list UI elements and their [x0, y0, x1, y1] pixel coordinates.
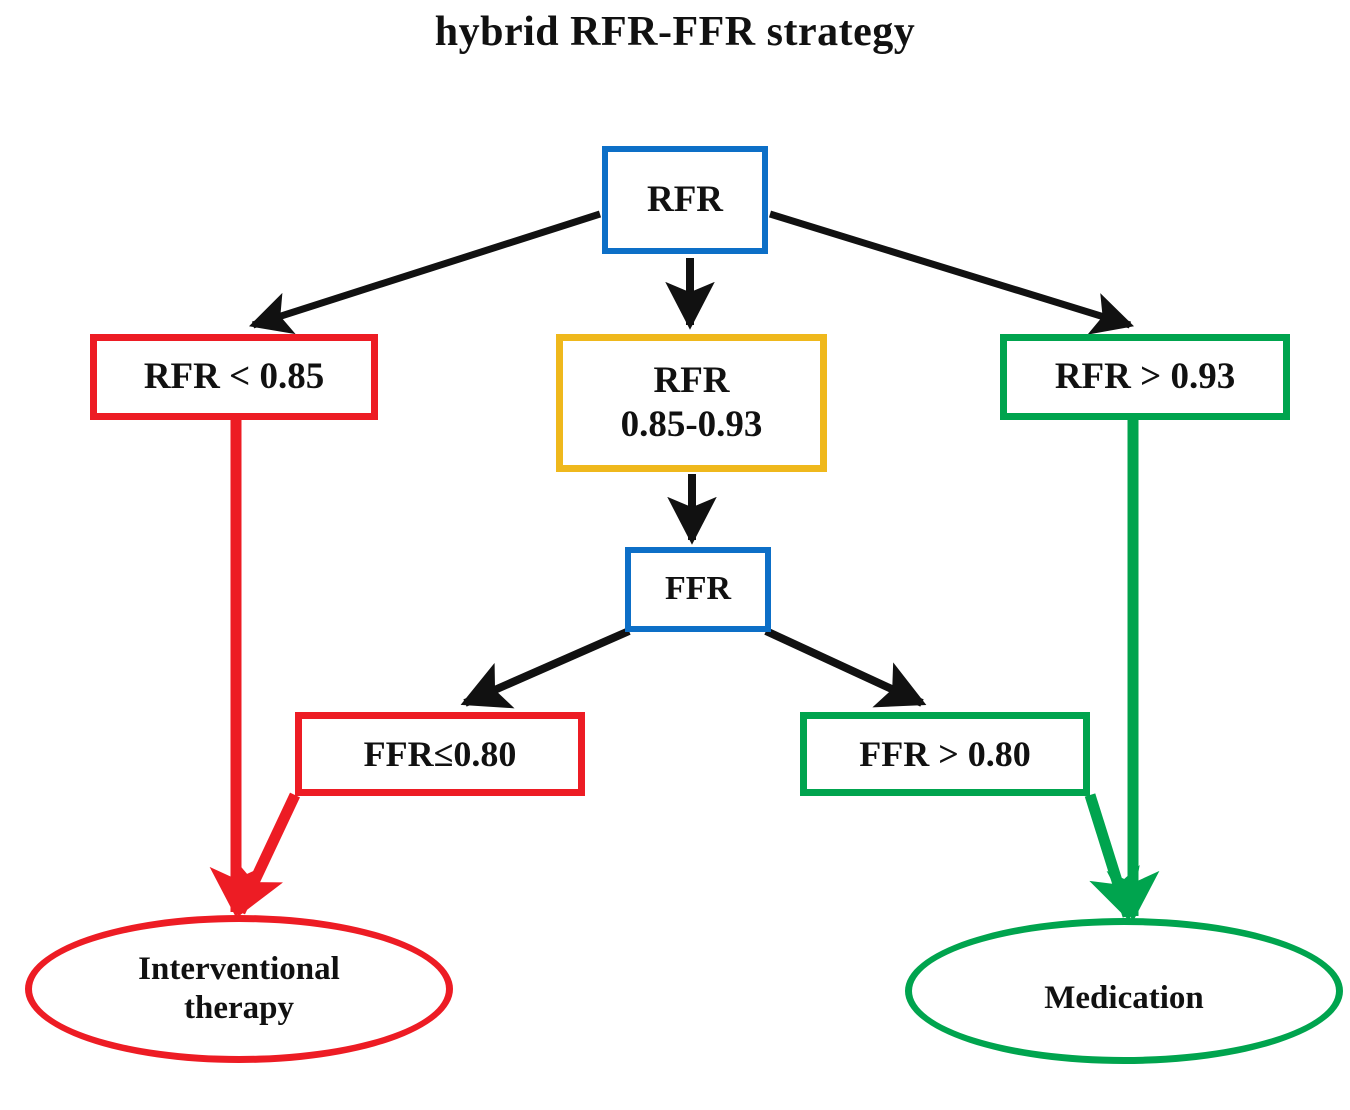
edge-ffr-root-to-ffr-high — [764, 627, 927, 708]
node-interventional-therapy-label: Interventional therapy — [138, 951, 340, 1026]
node-interventional-therapy[interactable]: Interventional therapy — [25, 915, 453, 1063]
node-rfr-root-label: RFR — [646, 179, 724, 221]
node-ffr-low-label: FFR≤0.80 — [363, 733, 517, 774]
edge-rfr-root-to-rfr-high — [768, 210, 1135, 335]
node-ffr-high-label: FFR > 0.80 — [859, 733, 1031, 774]
edge-rfr-root-to-rfr-low — [248, 210, 602, 335]
node-rfr-mid[interactable]: RFR 0.85-0.93 — [556, 334, 827, 472]
node-rfr-high-label: RFR > 0.93 — [1054, 356, 1236, 398]
node-rfr-low[interactable]: RFR < 0.85 — [90, 334, 378, 420]
node-rfr-low-label: RFR < 0.85 — [143, 356, 325, 398]
node-ffr-root[interactable]: FFR — [625, 547, 771, 632]
node-rfr-high[interactable]: RFR > 0.93 — [1000, 334, 1290, 420]
edge-ffr-high-to-medication — [1084, 793, 1140, 922]
node-ffr-root-label: FFR — [664, 570, 732, 608]
page-title: hybrid RFR-FFR strategy — [434, 9, 916, 55]
node-ffr-high[interactable]: FFR > 0.80 — [800, 712, 1090, 796]
edge-ffr-low-to-interventional — [235, 792, 300, 917]
node-rfr-mid-label: RFR 0.85-0.93 — [620, 360, 763, 445]
node-medication-label: Medication — [1044, 979, 1204, 1016]
node-medication[interactable]: Medication — [905, 918, 1343, 1064]
node-ffr-low[interactable]: FFR≤0.80 — [295, 712, 585, 796]
node-rfr-root[interactable]: RFR — [602, 146, 768, 254]
edge-ffr-root-to-ffr-low — [460, 627, 631, 709]
